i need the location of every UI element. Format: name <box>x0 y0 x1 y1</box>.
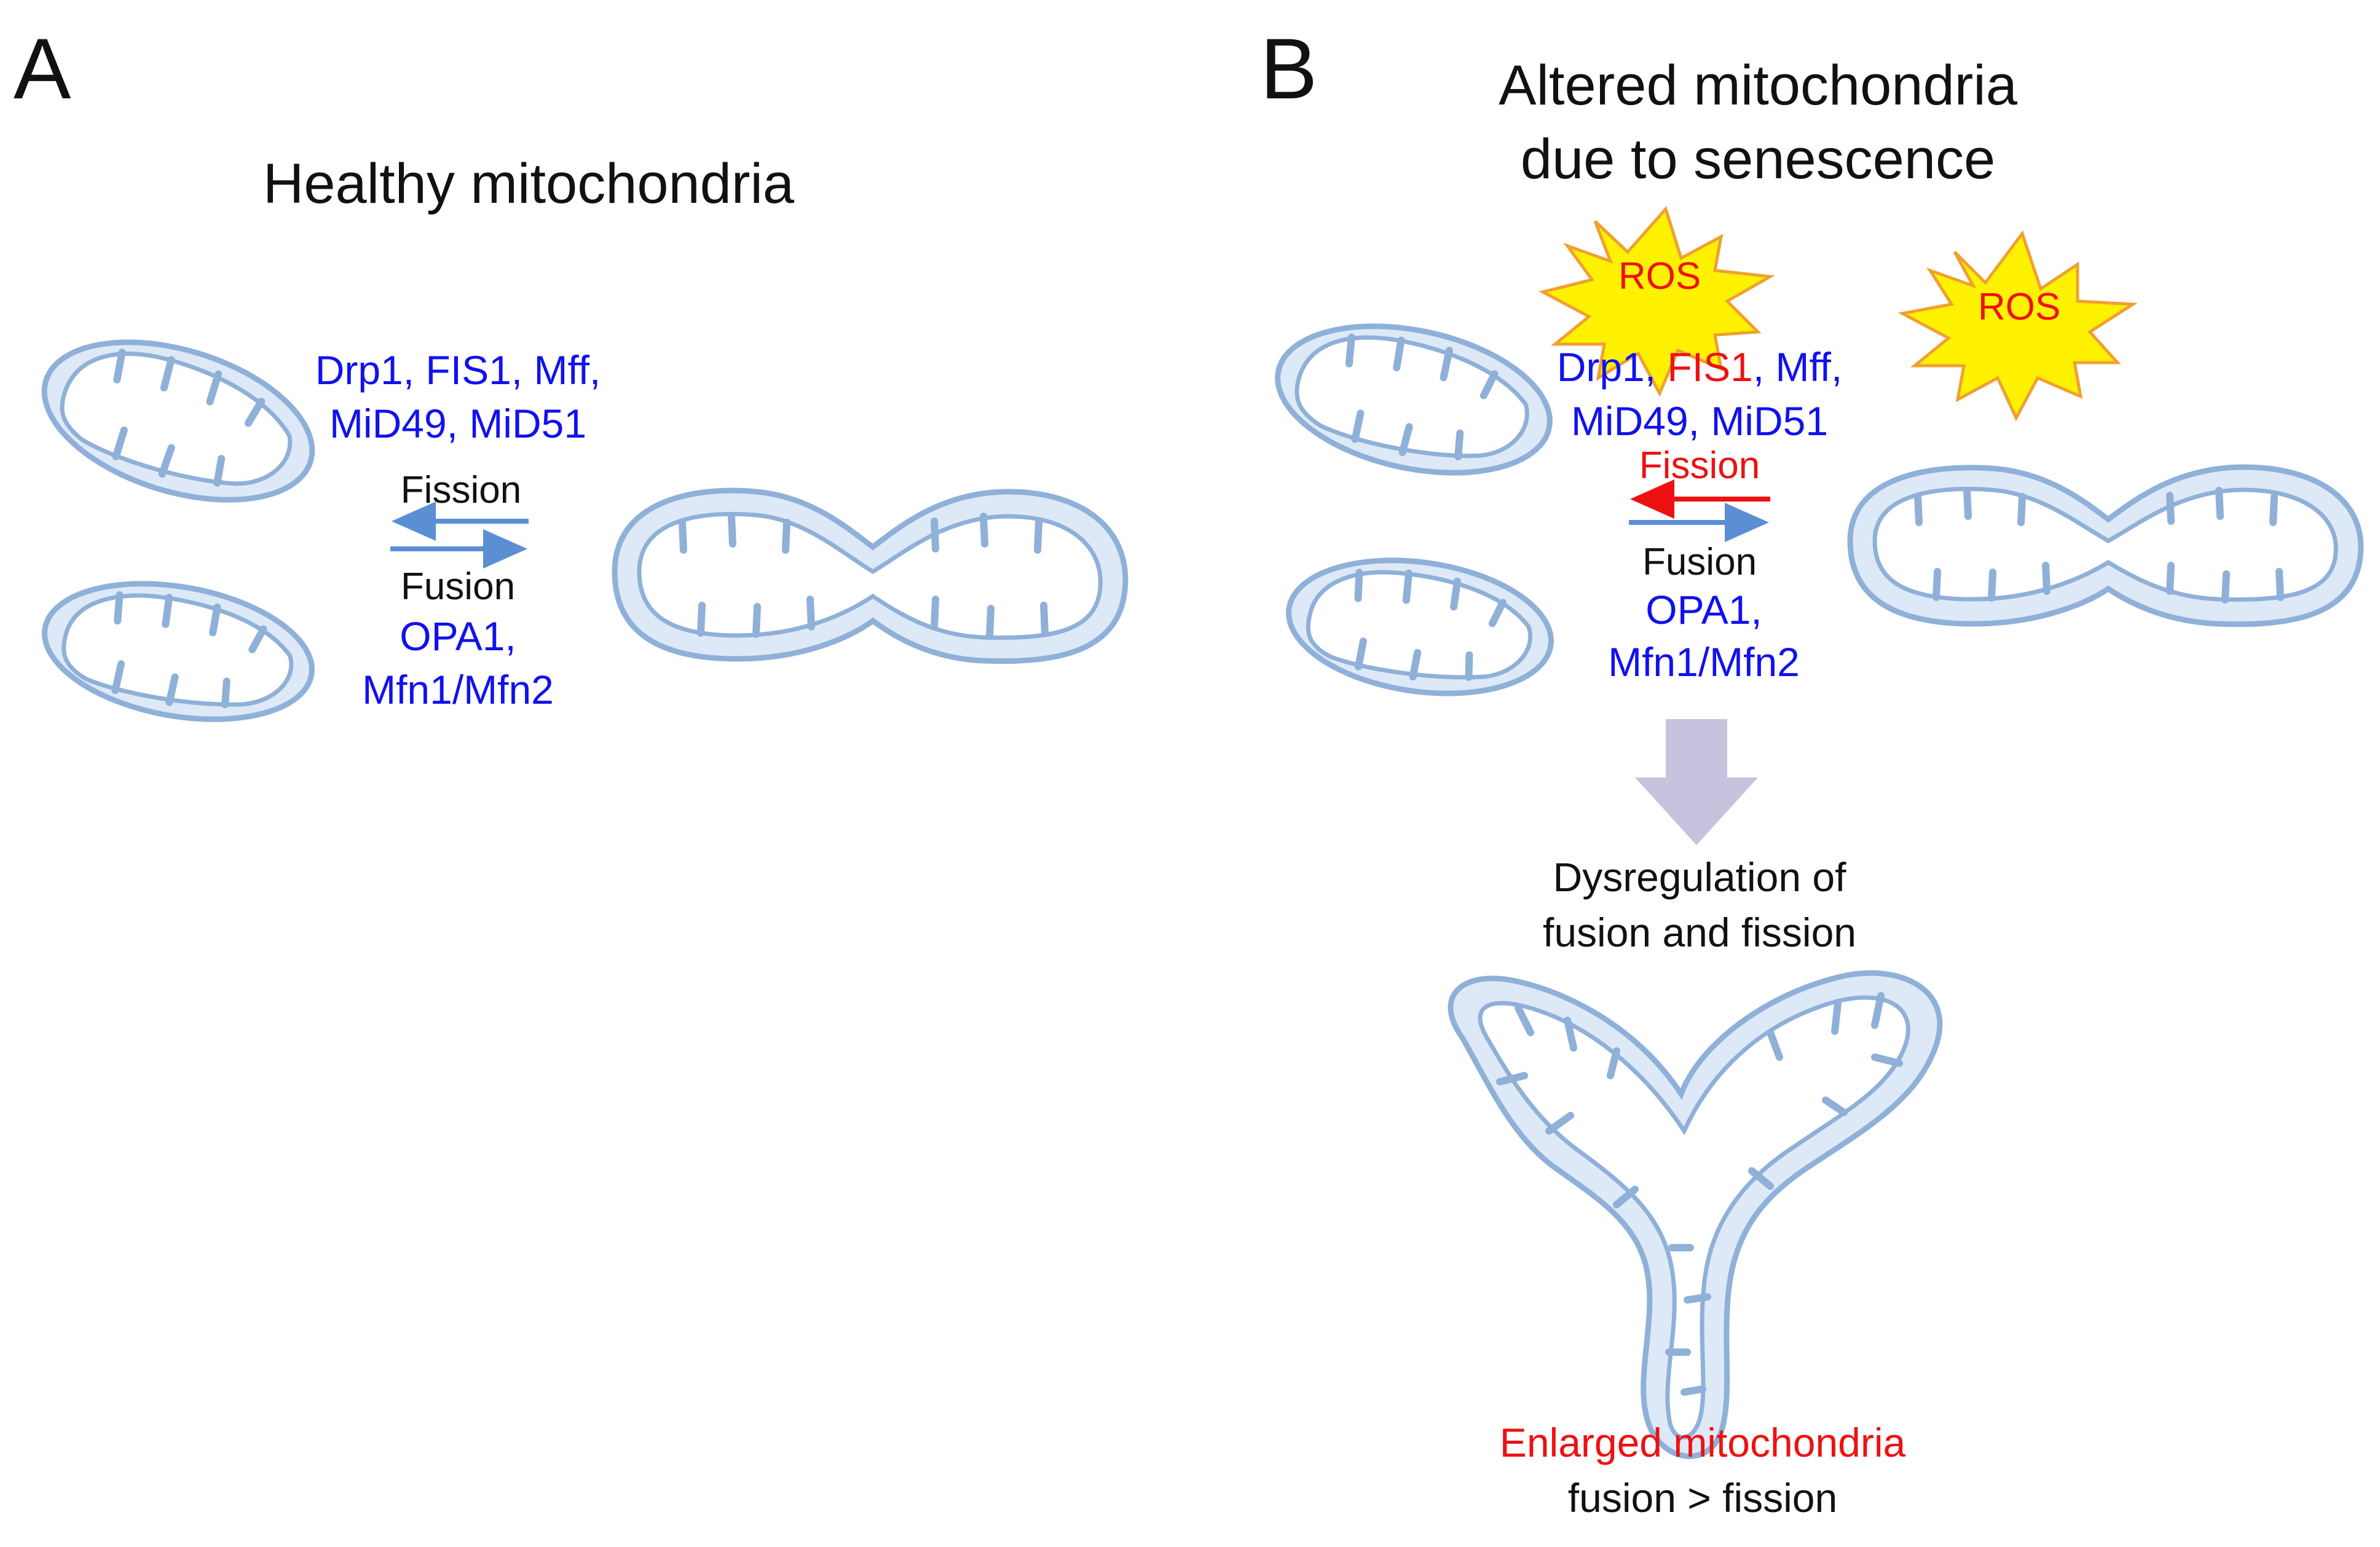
enlarged-mitochondrion <box>1448 970 1943 1459</box>
panel-b-fission-proteins-line2: MiD49, MiD51 <box>1571 398 1828 444</box>
panel-a-fusion-label: Fusion <box>401 565 515 608</box>
panel-b-fission-proteins-line1: Drp1, FIS1, Mff, <box>1557 344 1843 390</box>
panel-b-title-line1: Altered mitochondria <box>1499 54 2018 117</box>
panel-a: A Healthy mitochondria Drp1, FIS1, Mff, … <box>14 20 1129 722</box>
dysregulation-arrow <box>1635 719 1758 845</box>
panel-a-fusion-proteins-line1: OPA1, <box>400 613 516 659</box>
panel-b-letter: B <box>1260 20 1317 117</box>
panel-a-fission-label: Fission <box>401 469 521 511</box>
small-mitochondrion-top-b <box>1275 323 1553 476</box>
panel-b-fusion-label: Fusion <box>1642 541 1757 583</box>
panel-b: B Altered mitochondria due to senescence… <box>1260 20 2364 1521</box>
panel-a-fission-proteins-line1: Drp1, FIS1, Mff, <box>315 347 601 393</box>
dysregulation-line2: fusion and fission <box>1543 910 1856 955</box>
small-mitochondrion-bottom-b <box>1286 557 1554 696</box>
ros-label-1: ROS <box>1618 255 1701 297</box>
ros-burst-2: ROS <box>1897 230 2138 422</box>
protein-fis1-upregulated: FIS1 <box>1667 344 1752 390</box>
panel-a-title: Healthy mitochondria <box>263 152 795 215</box>
panel-a-letter: A <box>14 20 71 117</box>
dysregulation-line1: Dysregulation of <box>1553 854 1847 900</box>
protein-drp1: Drp1, <box>1557 344 1668 390</box>
fused-mitochondrion-b <box>1847 464 2364 628</box>
panel-b-fission-label: Fission <box>1639 444 1760 487</box>
ros-burst-1: ROS <box>1539 206 1775 397</box>
panel-b-fusion-proteins-line2: Mfn1/Mfn2 <box>1608 639 1800 685</box>
small-mitochondrion-bottom <box>42 581 315 722</box>
panel-a-fusion-proteins-line2: Mfn1/Mfn2 <box>362 667 554 712</box>
protein-mff: , Mff, <box>1753 344 1842 390</box>
panel-b-fusion-proteins-line1: OPA1, <box>1645 587 1762 632</box>
ros-label-2: ROS <box>1978 286 2060 328</box>
panel-b-title-line2: due to senescence <box>1521 128 1995 191</box>
panel-a-fission-proteins-line2: MiD49, MiD51 <box>329 401 586 446</box>
fused-mitochondrion <box>612 487 1129 664</box>
small-mitochondrion-top <box>41 339 315 503</box>
result-line1: Enlarged mitochondria <box>1500 1420 1906 1465</box>
result-line2: fusion > fission <box>1568 1475 1837 1521</box>
